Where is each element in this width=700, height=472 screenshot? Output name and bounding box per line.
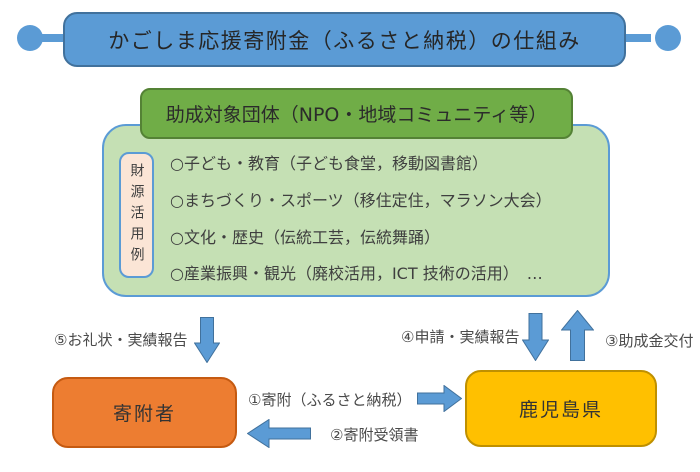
banner-right-knob-icon [655, 25, 681, 51]
label-step5-thanks-report: ⑤お礼状・実績報告 [54, 331, 188, 349]
prefecture-box: 鹿児島県 [465, 370, 657, 447]
arrow-up-step3-icon [561, 310, 594, 361]
label-step3-subsidy-grant: ③助成金交付 [605, 332, 694, 350]
use-item-community-sports: ○まちづくり・スポーツ（移住定住，マラソン大会） [170, 191, 552, 210]
arrow-down-step5-icon [194, 317, 220, 363]
use-item-children-education: ○子ども・教育（子ども食堂，移動図書館） [170, 154, 488, 173]
arrow-right-step1-icon [417, 385, 462, 412]
donor-label: 寄附者 [112, 403, 176, 425]
label-step1-donation: ①寄附（ふるさと納税） [248, 391, 412, 409]
funding-use-panel [102, 124, 610, 297]
banner-left-bar [40, 34, 66, 42]
donor-box: 寄附者 [52, 377, 237, 448]
recipient-group-title: 助成対象団体（NPO・地域コミュニティ等） [165, 104, 548, 126]
label-step2-receipt: ②寄附受領書 [330, 426, 419, 444]
title-banner: かごしま応援寄附金（ふるさと納税）の仕組み [63, 12, 626, 67]
use-item-culture-history: ○文化・歴史（伝統工芸，伝統舞踊） [170, 228, 440, 247]
arrow-left-step2-icon [247, 419, 311, 448]
page-title: かごしま応援寄附金（ふるさと納税）の仕組み [108, 28, 581, 53]
banner-right-bar [624, 34, 651, 42]
funding-examples-label: 財源活用例 [119, 152, 154, 278]
banner-left-knob-icon [17, 25, 43, 51]
use-item-industry-tourism: ○産業振興・観光（廃校活用，ICT 技術の活用） … [170, 264, 543, 283]
prefecture-label: 鹿児島県 [518, 399, 603, 421]
recipient-group-header: 助成対象団体（NPO・地域コミュニティ等） [140, 88, 573, 139]
label-step4-application-report: ④申請・実績報告 [401, 328, 520, 346]
arrow-down-step4-icon [522, 313, 549, 361]
